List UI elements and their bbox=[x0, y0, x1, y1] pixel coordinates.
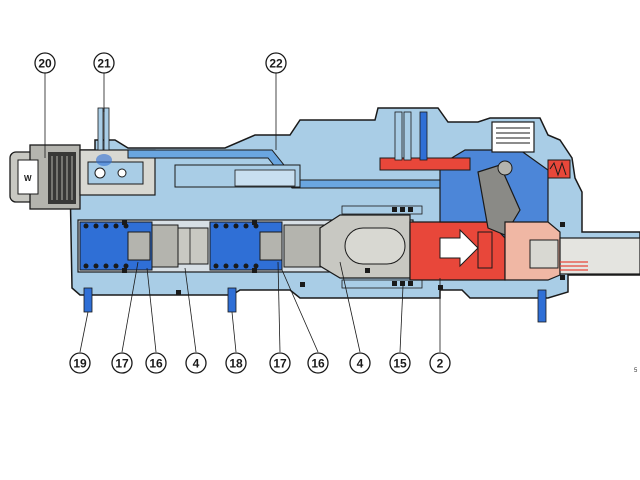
svg-text:16: 16 bbox=[149, 357, 163, 371]
svg-text:18: 18 bbox=[229, 357, 243, 371]
callout-2: 2 bbox=[429, 352, 451, 374]
middle-spring-chamber bbox=[209, 221, 283, 271]
callout-20: 20 bbox=[34, 52, 56, 74]
red-pressure-chamber bbox=[409, 221, 506, 281]
callout-18: 18 bbox=[225, 352, 247, 374]
upper-fluid-passage bbox=[127, 149, 441, 189]
callout-4-left: 4 bbox=[185, 352, 207, 374]
callout-22: 22 bbox=[265, 52, 287, 74]
svg-text:17: 17 bbox=[115, 357, 129, 371]
leader-lines bbox=[44, 72, 441, 353]
callout-19: 19 bbox=[69, 352, 91, 374]
corner-mark: 5 bbox=[634, 368, 638, 374]
top-spring bbox=[491, 121, 535, 153]
callout-17-left: 17 bbox=[111, 352, 133, 374]
seal-marks bbox=[122, 220, 565, 295]
piston-right bbox=[283, 205, 423, 289]
svg-text:21: 21 bbox=[97, 57, 111, 71]
piston-left bbox=[151, 224, 209, 268]
callout-16-right: 16 bbox=[307, 352, 329, 374]
svg-text:4: 4 bbox=[193, 357, 200, 371]
svg-text:4: 4 bbox=[357, 357, 364, 371]
callout-16-left: 16 bbox=[145, 352, 167, 374]
svg-text:15: 15 bbox=[393, 357, 407, 371]
end-cap-assembly: W bbox=[9, 107, 156, 210]
svg-text:2: 2 bbox=[437, 357, 444, 371]
callout-15: 15 bbox=[389, 352, 411, 374]
callout-4-right: 4 bbox=[349, 352, 371, 374]
svg-text:17: 17 bbox=[273, 357, 287, 371]
svg-text:W: W bbox=[24, 174, 32, 183]
svg-text:20: 20 bbox=[38, 57, 52, 71]
push-rod-end bbox=[504, 221, 640, 281]
svg-text:16: 16 bbox=[311, 357, 325, 371]
svg-text:19: 19 bbox=[73, 357, 87, 371]
left-spring-chamber bbox=[79, 221, 153, 271]
callout-21: 21 bbox=[93, 52, 115, 74]
callout-17-right: 17 bbox=[269, 352, 291, 374]
svg-text:22: 22 bbox=[269, 57, 283, 71]
